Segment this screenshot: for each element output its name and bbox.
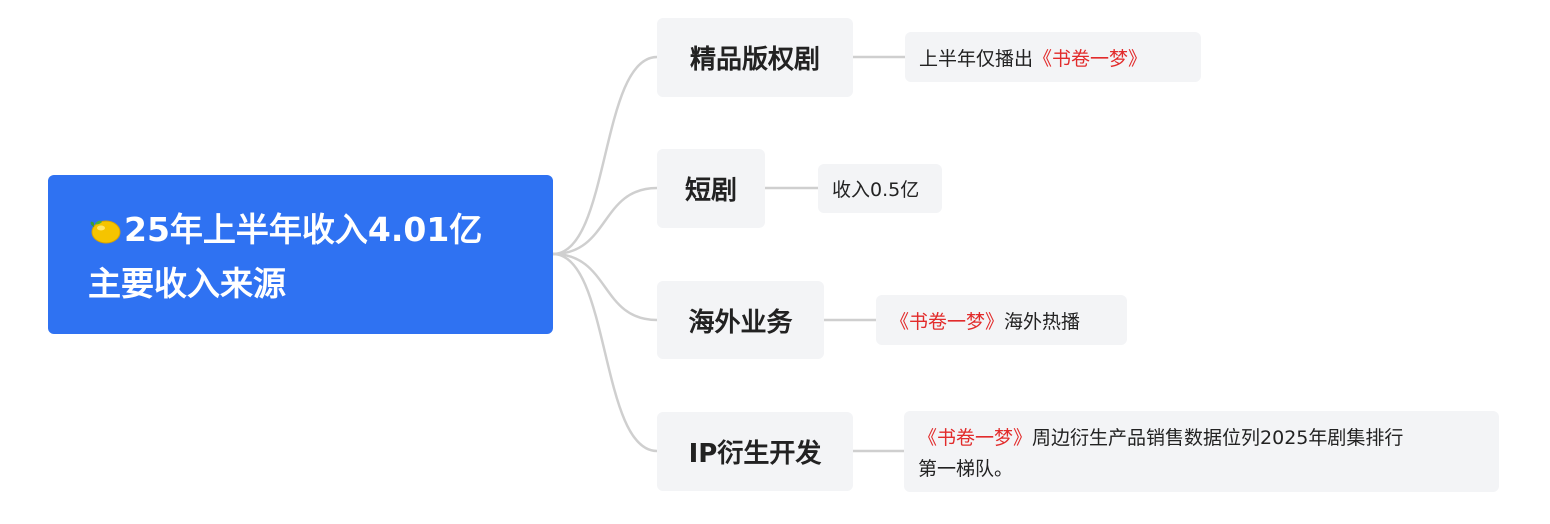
connector-root-to-branch-2 [551, 186, 659, 256]
leaf-text: 海外热播 [1004, 310, 1081, 333]
root-subtitle: 主要收入来源 [88, 264, 286, 303]
branch-label: 海外业务 [688, 307, 793, 338]
leaf-text: 周边衍生产品销售数据位列2025年剧集排行 [1032, 427, 1404, 449]
branch-node-ip-derivatives[interactable]: IP衍生开发 [657, 412, 853, 491]
leaf-text-line-2: 第一梯队。 [918, 458, 1014, 480]
leaf-highlight: 《书卷一梦》 [1033, 47, 1148, 70]
leaf-text: 上半年仅播出 [919, 47, 1034, 70]
branch-node-short-drama[interactable]: 短剧 [657, 149, 765, 228]
leaf-highlight: 《书卷一梦》 [890, 310, 1005, 333]
root-node[interactable]: 25年上半年收入4.01亿 主要收入来源 [48, 175, 553, 334]
connector-root-to-branch-1 [551, 55, 659, 256]
branch-label: 精品版权剧 [689, 45, 820, 75]
root-title-line-1: 25年上半年收入4.01亿 [88, 203, 553, 257]
leaf-node-premium-drama[interactable]: 上半年仅播出《书卷一梦》 [905, 32, 1201, 82]
connector-root-to-branch-4 [551, 252, 659, 453]
leaf-node-short-drama[interactable]: 收入0.5亿 [818, 164, 942, 213]
branch-label: IP衍生开发 [688, 439, 822, 469]
lemon-icon [90, 220, 121, 244]
branch-label: 短剧 [684, 176, 737, 206]
leaf-highlight: 《书卷一梦》 [918, 427, 1033, 449]
branch-node-premium-drama[interactable]: 精品版权剧 [657, 18, 853, 97]
connector-root-to-branch-3 [551, 252, 659, 322]
branch-node-overseas[interactable]: 海外业务 [657, 281, 824, 359]
leaf-node-ip-derivatives[interactable]: 《书卷一梦》周边衍生产品销售数据位列2025年剧集排行第一梯队。 [904, 411, 1499, 492]
root-title-text: 25年上半年收入4.01亿 [124, 210, 483, 249]
leaf-node-overseas[interactable]: 《书卷一梦》海外热播 [876, 295, 1127, 345]
leaf-text: 收入0.5亿 [832, 179, 920, 201]
